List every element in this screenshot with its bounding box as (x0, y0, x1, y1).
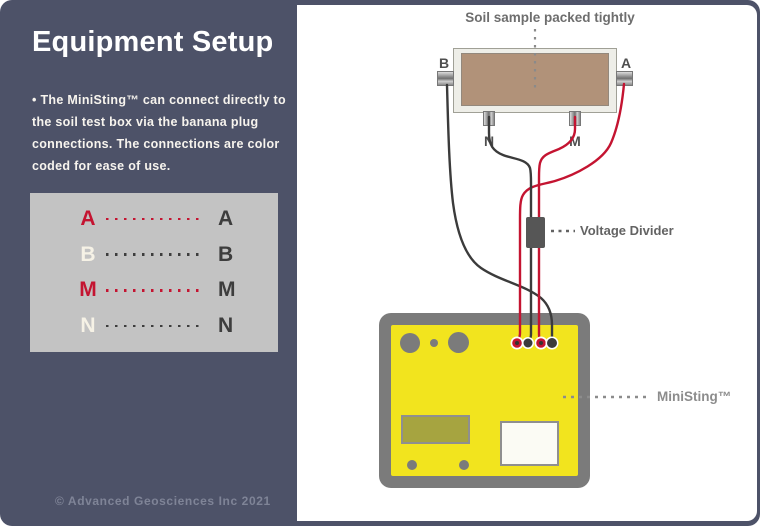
ministing-device (379, 313, 590, 488)
lcd-display (401, 415, 470, 444)
voltage-divider-block (526, 217, 545, 248)
knob-icon (400, 333, 420, 353)
legend-dotted-leader (106, 217, 202, 221)
electrode-stub-b (437, 71, 454, 86)
electrode-label-m: M (569, 133, 581, 149)
connection-color-legend: A A B B M M N N (30, 193, 278, 352)
led-dot-icon (430, 339, 438, 347)
legend-row-n: N N (30, 314, 278, 338)
legend-row-a: A A (30, 207, 278, 231)
label-plate (500, 421, 559, 466)
paragraph-line: connections. The connections are color (32, 137, 280, 151)
legend-letter-left: M (79, 278, 97, 302)
ministing-faceplate (391, 325, 578, 476)
electrode-stub-n (483, 111, 495, 126)
legend-letter-left: B (80, 242, 96, 266)
voltage-divider-label: Voltage Divider (580, 223, 674, 238)
wire-b (445, 83, 554, 345)
legend-letter-left: A (80, 206, 96, 230)
legend-letter-right: B (218, 242, 234, 266)
electrode-stub-m (569, 111, 581, 126)
paragraph-line: coded for ease of use. (32, 159, 171, 173)
legend-letter-right: A (218, 206, 234, 230)
legend-dotted-leader (106, 324, 202, 328)
legend-letter-right: M (218, 278, 236, 302)
electrode-label-b: B (438, 55, 450, 71)
copyright-text: © Advanced Geosciences Inc 2021 (55, 494, 271, 508)
wire-n (487, 115, 533, 345)
legend-dotted-leader (106, 289, 202, 292)
description-paragraph: • The MiniSting™ can connect directly to… (32, 89, 288, 177)
legend-row-b: B B (30, 243, 278, 267)
screw-dot-icon (407, 460, 417, 470)
soil-fill (461, 53, 609, 106)
electrode-label-n: N (483, 133, 495, 149)
electrode-label-a: A (620, 55, 632, 71)
soil-box-caption: Soil sample packed tightly (465, 10, 635, 25)
legend-dotted-leader (106, 253, 202, 256)
sidebar: Equipment Setup • The MiniSting™ can con… (0, 0, 297, 526)
paragraph-line: the soil test box via the banana plug (32, 115, 259, 129)
paragraph-line: • The MiniSting™ can connect directly to (32, 93, 286, 107)
soil-sample-box (453, 48, 617, 113)
page-title: Equipment Setup (32, 26, 274, 58)
legend-row-m: M M (30, 278, 278, 302)
legend-letter-right: N (218, 314, 234, 338)
electrode-stub-a (616, 71, 633, 86)
screw-dot-icon (459, 460, 469, 470)
diagram-panel: Soil sample packed tightly B A N M (297, 5, 757, 521)
ministing-label: MiniSting™ (657, 389, 732, 404)
knob-icon (448, 332, 469, 353)
wire-m (537, 115, 577, 345)
legend-letter-left: N (80, 314, 96, 338)
